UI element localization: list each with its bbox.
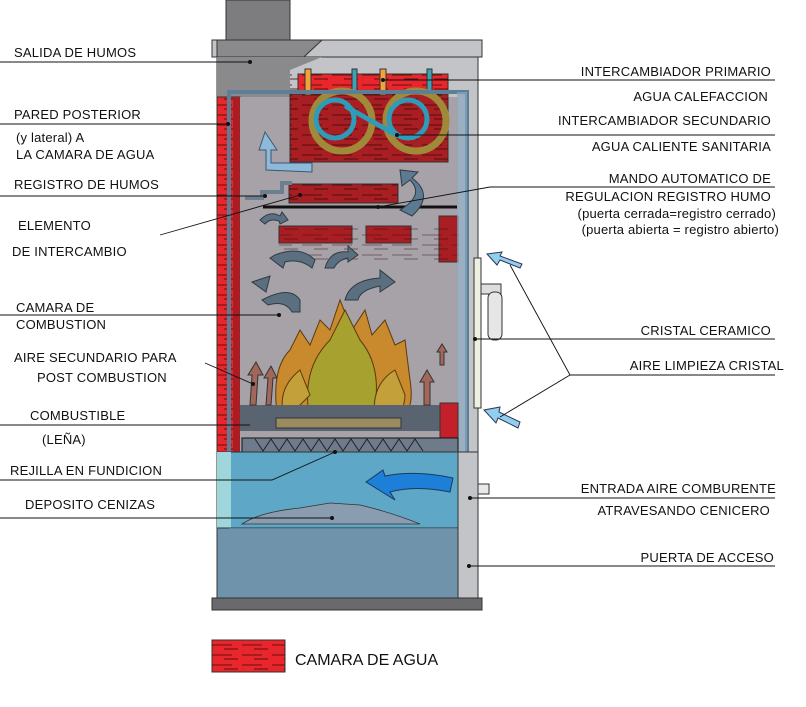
- label-atravesando: ATRAVESANDO CENICERO: [597, 503, 770, 518]
- label-lena: (LEÑA): [42, 432, 86, 447]
- secondary-air-arrows: [247, 343, 448, 406]
- label-de-intercambio: DE INTERCAMBIO: [12, 244, 127, 259]
- label-regulacion: REGULACION REGISTRO HUMO: [565, 189, 771, 204]
- label-rejilla: REJILLA EN FUNDICION: [10, 463, 163, 478]
- stove-base: [211, 597, 483, 611]
- label-intercambiador-secundario: INTERCAMBIADOR SECUNDARIO: [557, 113, 771, 128]
- label-camara-agua-wall: LA CAMARA DE AGUA: [16, 147, 155, 162]
- label-elemento: ELEMENTO: [18, 218, 91, 233]
- label-aire-limpieza: AIRE LIMPIEZA CRISTAL: [629, 358, 784, 373]
- glass-air-arrow-top: [485, 251, 523, 269]
- label-puerta-cerrada: (puerta cerrada=registro cerrado): [577, 206, 776, 221]
- label-camara-de: CAMARA DE: [16, 300, 95, 315]
- label-registro-humos: REGISTRO DE HUMOS: [14, 177, 159, 192]
- label-salida-humos: SALIDA DE HUMOS: [14, 45, 137, 60]
- smoke-arrows: [250, 169, 424, 313]
- label-combustion: COMBUSTION: [16, 317, 107, 332]
- label-cristal: CRISTAL CERAMICO: [640, 323, 771, 338]
- chimney: [225, 0, 291, 45]
- leader-lines: [0, 61, 775, 567]
- label-combustible: COMBUSTIBLE: [30, 408, 126, 423]
- label-deposito: DEPOSITO CENIZAS: [25, 497, 156, 512]
- label-pared-posterior: PARED POSTERIOR: [14, 107, 142, 122]
- glass-air-arrow-bottom: [483, 406, 521, 429]
- label-puerta-abierta: (puerta abierta = registro abierto): [581, 222, 779, 237]
- hot-air-arrows: [258, 130, 313, 173]
- label-y-lateral: (y lateral) A: [16, 130, 85, 145]
- door-handle: [487, 291, 503, 341]
- combustion-air-arrow: [365, 469, 454, 501]
- label-aire-secundario: AIRE SECUNDARIO PARA: [14, 350, 177, 365]
- label-entrada-aire: ENTRADA AIRE COMBURENTE: [580, 481, 776, 496]
- label-puerta-acceso: PUERTA DE ACCESO: [640, 550, 774, 565]
- label-post-combustion: POST COMBUSTION: [37, 370, 167, 385]
- label-agua-sanitaria: AGUA CALIENTE SANITARIA: [591, 139, 771, 154]
- label-agua-calefaccion: AGUA CALEFACCION: [633, 89, 768, 104]
- legend-label: CAMARA DE AGUA: [295, 652, 439, 669]
- label-mando: MANDO AUTOMATICO DE: [608, 171, 771, 186]
- label-intercambiador-primario: INTERCAMBIADOR PRIMARIO: [580, 64, 771, 79]
- ceramic-glass: [473, 257, 482, 409]
